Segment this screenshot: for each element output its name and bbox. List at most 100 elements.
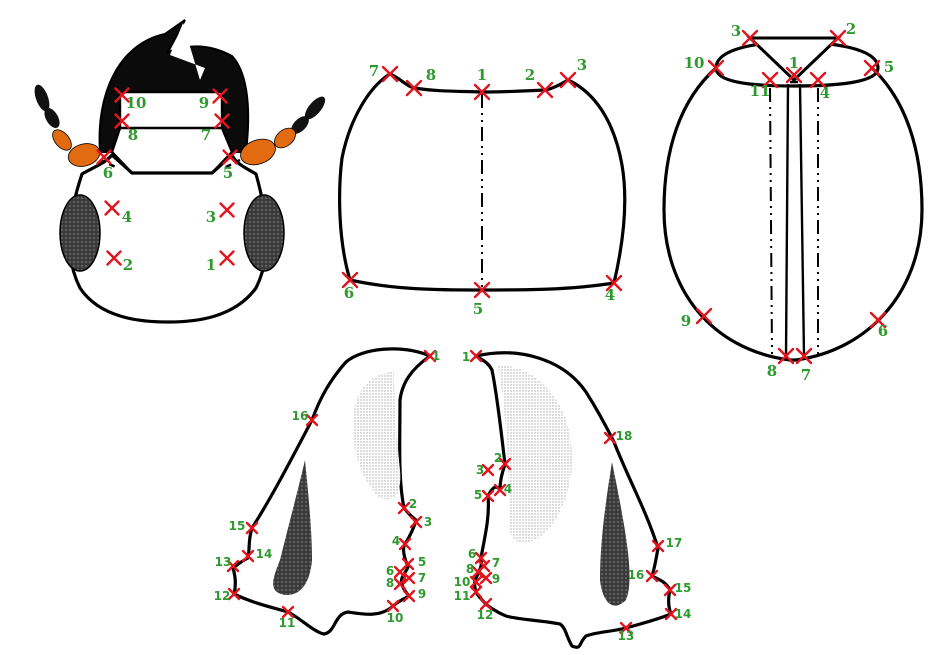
landmark-label-8: 8 [426,66,436,84]
landmark-label-3: 3 [731,22,741,40]
landmark-marker-12 [227,587,241,601]
landmark-marker-6 [96,149,112,165]
landmark-label-5: 5 [473,300,483,318]
landmark-marker-6 [341,271,359,289]
landmark-label-5: 5 [474,488,482,502]
landmark-marker-5 [863,59,881,77]
landmark-label-1: 1 [789,54,799,72]
landmark-marker-14 [664,607,678,621]
right-eye [243,194,285,272]
landmark-label-13: 13 [215,555,232,569]
landmark-marker-3 [219,202,235,218]
head-capsule [67,153,269,324]
landmark-label-6: 6 [103,164,113,182]
right-elytron-outline [472,351,673,649]
right-antenna [223,96,326,170]
landmark-label-1: 1 [432,349,440,363]
landmark-label-2: 2 [409,497,417,511]
landmark-label-5: 5 [884,58,894,76]
landmark-marker-3 [481,463,495,477]
landmark-label-7: 7 [418,571,426,585]
landmark-label-3: 3 [424,515,432,529]
landmark-label-3: 3 [577,56,587,74]
landmark-label-5: 5 [223,164,233,182]
landmark-label-4: 4 [392,534,400,548]
landmark-label-2: 2 [123,256,133,274]
landmark-marker-8 [471,565,485,579]
landmark-label-8: 8 [128,126,138,144]
landmark-marker-17 [651,539,665,553]
left-antenna [34,84,119,170]
landmark-marker-4 [605,274,623,292]
landmark-label-3: 3 [206,208,216,226]
right-elytron-dark-stripe [600,462,630,606]
landmark-marker-9 [212,88,228,104]
landmark-marker-6 [869,311,887,329]
landmark-label-8: 8 [767,362,777,380]
landmark-marker-7 [214,113,230,129]
landmark-marker-16 [305,413,319,427]
left-elytron-axis [769,87,773,355]
landmark-label-7: 7 [201,126,211,144]
landmark-label-4: 4 [504,482,512,496]
landmark-marker-10 [469,575,483,589]
landmark-marker-1 [219,250,235,266]
landmark-marker-15 [245,521,259,535]
landmark-label-6: 6 [344,284,354,302]
landmark-label-11: 11 [454,589,471,603]
landmark-label-16: 16 [292,409,309,423]
landmark-marker-11 [761,71,779,89]
landmark-label-7: 7 [492,556,500,570]
landmark-label-7: 7 [801,366,811,384]
landmark-label-10: 10 [126,94,147,112]
landmark-marker-4 [493,483,507,497]
landmark-marker-9 [479,571,493,585]
left-elytron-outline [231,347,432,636]
left-eye [59,194,101,272]
head-light-notch [170,23,205,80]
landmark-marker-10 [386,599,400,613]
landmark-marker-6 [474,551,488,565]
landmark-label-10: 10 [454,575,471,589]
landmark-label-6: 6 [386,564,394,578]
landmark-marker-7 [381,65,399,83]
landmark-marker-2 [498,457,512,471]
landmark-label-1: 1 [206,256,216,274]
landmark-marker-8 [777,347,795,365]
landmark-marker-3 [409,515,423,529]
landmark-marker-4 [104,200,120,216]
landmark-label-17: 17 [666,536,683,550]
landmark-label-16: 16 [628,568,645,582]
landmark-marker-10 [114,87,130,103]
landmark-marker-1 [423,349,437,363]
landmark-marker-2 [829,29,847,47]
landmark-marker-1 [473,83,491,101]
landmark-marker-2 [397,501,411,515]
landmark-marker-3 [741,29,759,47]
landmark-label-2: 2 [494,451,502,465]
landmark-marker-12 [479,597,493,611]
landmark-label-4: 4 [605,286,615,304]
landmark-label-12: 12 [477,608,494,622]
landmark-label-13: 13 [618,629,635,643]
landmark-marker-3 [559,71,577,89]
landmark-label-5: 5 [418,555,426,569]
landmark-label-9: 9 [681,312,691,330]
landmark-label-7: 7 [369,62,379,80]
landmark-label-10: 10 [684,54,705,72]
landmark-marker-16 [645,569,659,583]
landmark-label-8: 8 [386,576,394,590]
landmark-marker-2 [106,250,122,266]
landmark-marker-8 [114,113,130,129]
landmark-marker-13 [226,559,240,573]
landmark-label-4: 4 [122,208,132,226]
